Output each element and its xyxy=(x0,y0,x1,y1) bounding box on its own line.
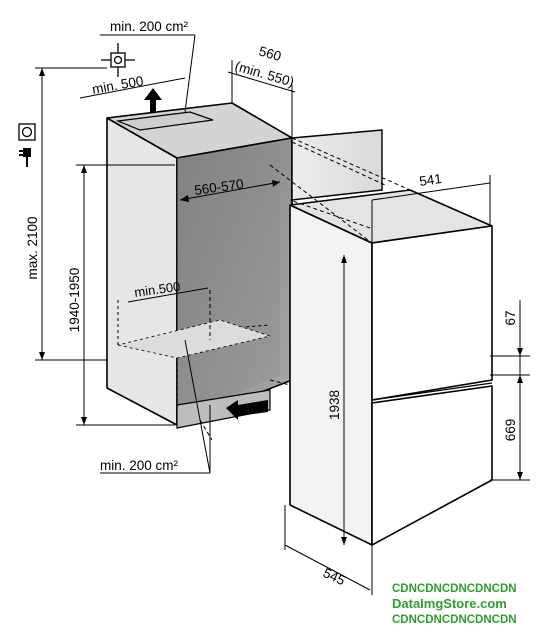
projection-lines xyxy=(199,137,411,441)
air-flow-arrow-icon xyxy=(144,88,162,112)
fridge-appliance xyxy=(289,189,493,546)
niche-width-label: 560-570 xyxy=(193,176,244,198)
fridge-door-gap xyxy=(371,382,493,401)
top-vent-plate xyxy=(115,111,214,131)
dimension-arrowheads xyxy=(39,68,523,545)
gap-dim-label: 67 xyxy=(503,310,518,325)
top-vent-depth-label: min. 500 xyxy=(91,73,145,97)
fridge-left-side xyxy=(289,204,373,546)
lower-door-height-label: 669 xyxy=(503,419,518,442)
watermark-line-2: DataImgStore.com xyxy=(392,596,507,611)
power-plug-icon xyxy=(19,148,31,167)
fridge-upper-door xyxy=(371,225,493,401)
watermark-line-3: CDNCDNCDNCDNCDN xyxy=(392,614,517,626)
niche-floor xyxy=(117,319,272,359)
dimension-lines xyxy=(35,34,530,595)
air-flow-arrow-icon xyxy=(226,400,268,420)
watermark-line-1: CDNCDNCDNCDNCDN xyxy=(392,583,517,595)
niche-left-panel xyxy=(106,117,178,426)
appliance-height-label: 1938 xyxy=(327,390,342,420)
top-vent-area-label: min. 200 cm² xyxy=(110,19,189,34)
water-connection-icon xyxy=(101,43,135,77)
appliance-depth-label: 545 xyxy=(321,565,348,588)
niche-depth-outer-label: 560 xyxy=(257,43,283,64)
niche-open-door xyxy=(291,129,383,201)
niche-depth-min-label: (min. 550) xyxy=(233,58,296,89)
bottom-vent-area-label: min. 200 cm² xyxy=(100,458,179,473)
max-height-label: max. 2100 xyxy=(25,216,40,279)
appliance-width-label: 541 xyxy=(418,171,442,189)
bottom-depth-label: min.500 xyxy=(133,279,181,300)
niche-height-label: 1940-1950 xyxy=(67,268,82,333)
fridge-lower-door xyxy=(371,385,493,546)
electrical-socket-icon xyxy=(18,123,36,141)
